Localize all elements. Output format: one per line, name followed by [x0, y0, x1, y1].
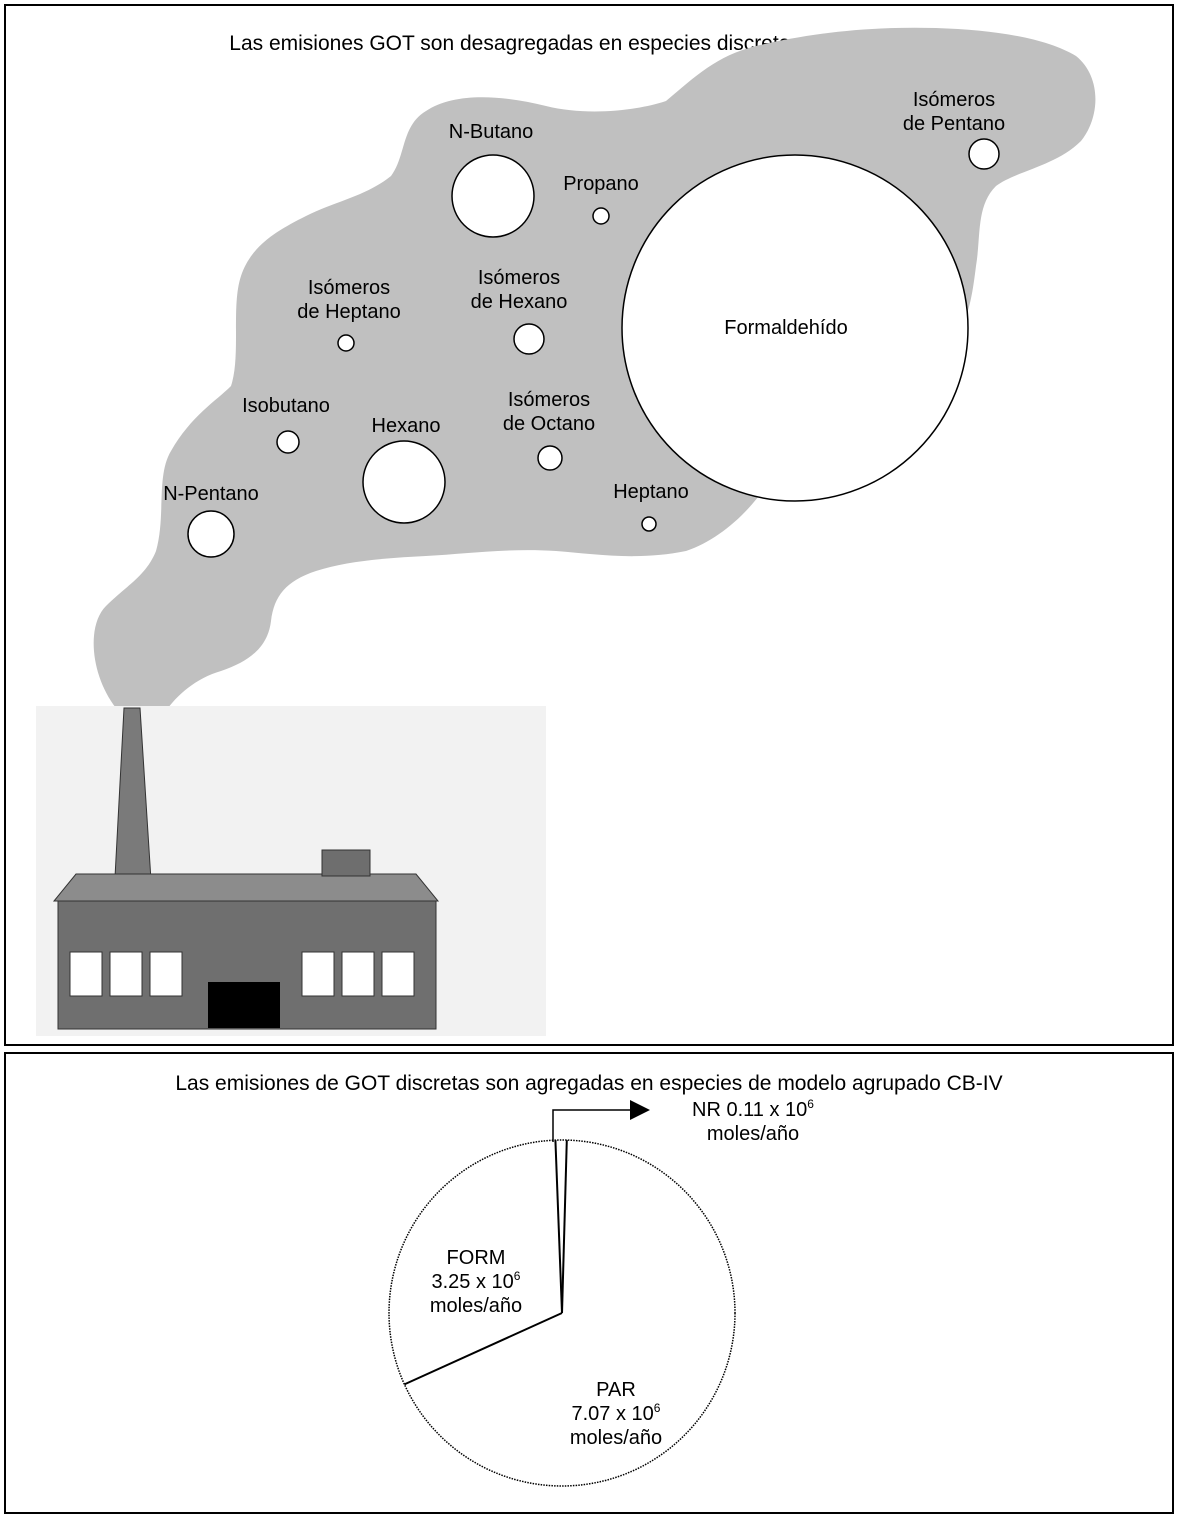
label-n-pentane: N-Pentano	[163, 483, 259, 505]
factory-windows	[69, 951, 415, 997]
pie-boundary-par-form	[403, 1312, 563, 1386]
circle-n-pentane	[187, 510, 235, 558]
label-heptane: Heptano	[613, 481, 689, 503]
speciate-panel: Las emisiones GOT son desagregadas en es…	[4, 4, 1174, 1046]
label-nr: NR 0.11 x 106 moles/año	[692, 1097, 814, 1145]
circle-formaldehyde	[621, 154, 969, 502]
circle-propane	[592, 207, 610, 225]
factory-door	[208, 982, 280, 1028]
label-form: FORM 3.25 x 106 moles/año	[429, 1247, 523, 1317]
circle-heptane-isomers	[337, 334, 355, 352]
cbiv-panel: Las emisiones de GOT discretas son agreg…	[4, 1052, 1174, 1514]
factory-roof	[52, 873, 440, 902]
pie-boundary-form-nr	[554, 1140, 563, 1314]
cbiv-title: Las emisiones de GOT discretas son agreg…	[175, 1072, 1003, 1095]
circle-pentane-isomers	[968, 138, 1000, 170]
circle-heptane	[641, 516, 657, 532]
circle-n-butane	[451, 154, 535, 238]
label-formaldehyde: Formaldehído	[724, 317, 848, 339]
label-hexane: Hexano	[371, 415, 441, 437]
species-circles	[187, 138, 1000, 558]
label-par: PAR 7.07 x 106 moles/año	[569, 1379, 663, 1449]
label-propane: Propano	[563, 173, 639, 195]
nr-arrow-head	[630, 1100, 650, 1120]
circle-octane-isomers	[537, 445, 563, 471]
cbiv-pie-chart	[388, 1100, 736, 1487]
factory-illustration	[36, 706, 546, 1036]
nr-arrow-line	[552, 1109, 630, 1142]
speciate-diagram	[36, 27, 1096, 1036]
factory-vent	[321, 849, 371, 877]
circle-hexane-isomers	[513, 323, 545, 355]
circle-isobutane	[276, 430, 300, 454]
circle-hexane	[362, 440, 446, 524]
pie-boundary-nr-par	[561, 1140, 568, 1314]
label-isobutane: Isobutano	[242, 395, 330, 417]
label-n-butane: N-Butano	[448, 121, 534, 143]
